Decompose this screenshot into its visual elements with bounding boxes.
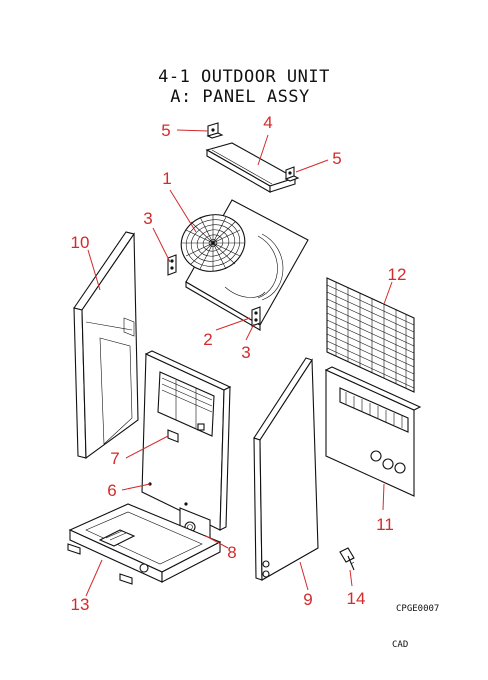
leader-lines (85, 129, 393, 597)
callout-3-lower: 3 (241, 343, 250, 362)
part-10-side-panel (73, 231, 139, 460)
part-13-base-pan (67, 503, 222, 585)
part-9-right-panel (253, 357, 319, 581)
part-14-screw (339, 547, 355, 571)
callout-9: 9 (303, 590, 312, 609)
part-4-top-rail (205, 142, 297, 193)
part-11-rear-panel (324, 366, 422, 497)
callout-11: 11 (376, 515, 394, 534)
callout-5-left: 5 (161, 121, 170, 140)
part-12-rear-guard (326, 277, 415, 393)
part-6-front-panel (141, 350, 232, 531)
callout-10: 10 (71, 233, 90, 252)
callout-14: 14 (347, 589, 366, 608)
callout-8: 8 (227, 543, 236, 562)
callout-2: 2 (203, 330, 212, 349)
drawing-code: CPGE0007 (396, 604, 439, 614)
callout-7: 7 (110, 449, 119, 468)
title-line-2: A: PANEL ASSY (170, 87, 310, 107)
callout-3-upper: 3 (143, 209, 152, 228)
callout-6: 6 (107, 481, 116, 500)
part-5-clip-right (284, 166, 300, 182)
callout-labels: 5 4 5 1 3 10 12 2 3 7 6 11 8 9 14 13 (71, 113, 407, 614)
footer-cad: CAD (392, 640, 408, 650)
title-line-1: 4-1 OUTDOOR UNIT (158, 67, 330, 87)
callout-4: 4 (263, 113, 272, 132)
callout-1: 1 (162, 169, 171, 188)
callout-5-right: 5 (332, 149, 341, 168)
callout-12: 12 (388, 265, 407, 284)
part-3-bracket-right (251, 306, 261, 327)
part-1-fan-guard (180, 214, 246, 272)
part-3-bracket-left (167, 254, 177, 276)
part-5-clip-left (206, 122, 224, 139)
callout-13: 13 (71, 595, 90, 614)
